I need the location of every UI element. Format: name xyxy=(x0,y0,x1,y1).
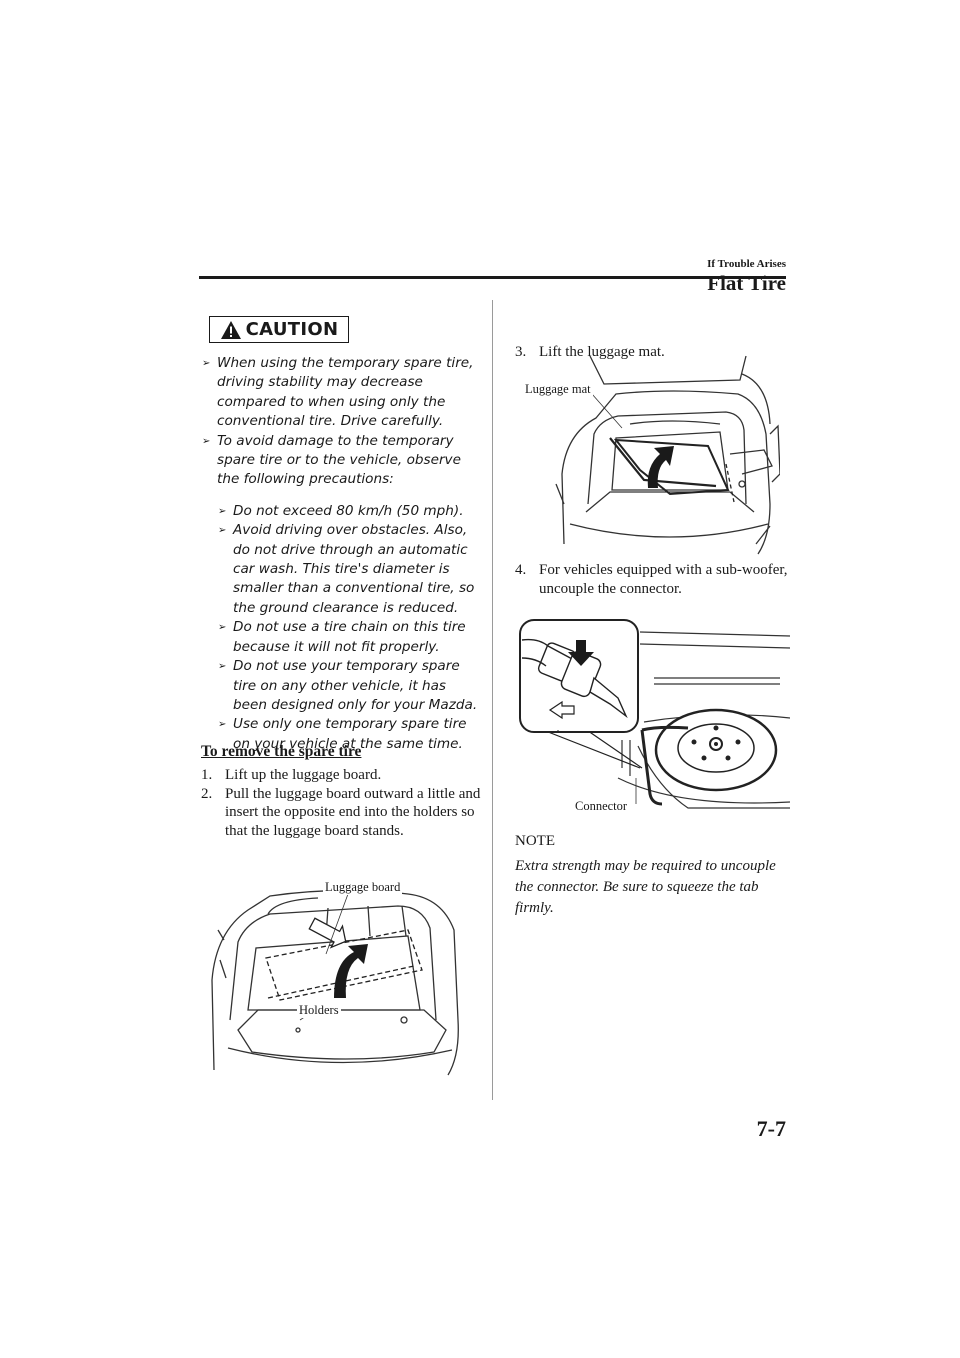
bullet-arrow-icon: ➢ xyxy=(218,719,227,731)
bullet-arrow-icon: ➢ xyxy=(202,358,211,369)
luggage-mat-illustration xyxy=(555,355,781,555)
caution-label: CAUTION xyxy=(245,319,339,340)
connector-label: Connector xyxy=(573,799,630,814)
bullet-arrow-icon: ➢ xyxy=(218,505,227,517)
luggage-board-label: Luggage board xyxy=(323,880,403,895)
bullet-arrow-icon: ➢ xyxy=(218,622,227,634)
caution-item: ➢To avoid damage to the temporary spare … xyxy=(202,432,461,488)
caution-subitem: ➢Do not exceed 80 km/h (50 mph). xyxy=(218,502,480,521)
step-4: 4.For vehicles equipped with a sub-woofe… xyxy=(515,562,788,597)
holders-label: Holders xyxy=(297,1003,341,1018)
caution-subitem: ➢Do not use a tire chain on this tire be… xyxy=(218,619,466,655)
bullet-arrow-icon: ➢ xyxy=(202,435,211,447)
caution-subitem: ➢Avoid driving over obstacles. Also, do … xyxy=(218,522,475,616)
bullet-arrow-icon: ➢ xyxy=(218,525,227,537)
figure-luggage-mat: Luggage mat xyxy=(520,354,781,556)
caution-subitem: ➢Do not use your temporary spare tire on… xyxy=(218,658,478,713)
steps-left: 1.Lift up the luggage board. 2.Pull the … xyxy=(201,766,486,840)
caution-list: ➢When using the temporary spare tire, dr… xyxy=(202,354,480,754)
page-title: Flat Tire xyxy=(707,271,786,295)
luggage-mat-label: Luggage mat xyxy=(523,382,593,397)
section-name: If Trouble Arises xyxy=(707,258,786,270)
procedure-heading: To remove the spare tire xyxy=(201,743,362,760)
caution-subitem: ➢Use only one temporary spare tire on yo… xyxy=(218,716,467,752)
bullet-arrow-icon: ➢ xyxy=(218,661,227,673)
step-1: 1.Lift up the luggage board. xyxy=(201,767,382,783)
connector-illustration xyxy=(519,619,791,809)
page-number: 7-7 xyxy=(756,1116,786,1141)
step-2: 2.Pull the luggage board outward a littl… xyxy=(201,785,481,839)
step-3: 3.Lift the luggage mat. xyxy=(515,344,665,360)
caution-item: ➢When using the temporary spare tire, dr… xyxy=(202,355,474,430)
note-heading: NOTE xyxy=(515,833,555,849)
figure-luggage-board: Luggage board Holders xyxy=(208,870,470,1080)
column-divider xyxy=(492,300,493,1100)
figure-connector: Connector xyxy=(518,618,791,818)
note-text: Extra strength may be required to uncoup… xyxy=(515,858,776,916)
luggage-board-illustration xyxy=(211,889,459,1076)
warning-icon xyxy=(220,320,241,339)
header-rule xyxy=(199,276,786,279)
caution-box: CAUTION xyxy=(209,316,349,343)
